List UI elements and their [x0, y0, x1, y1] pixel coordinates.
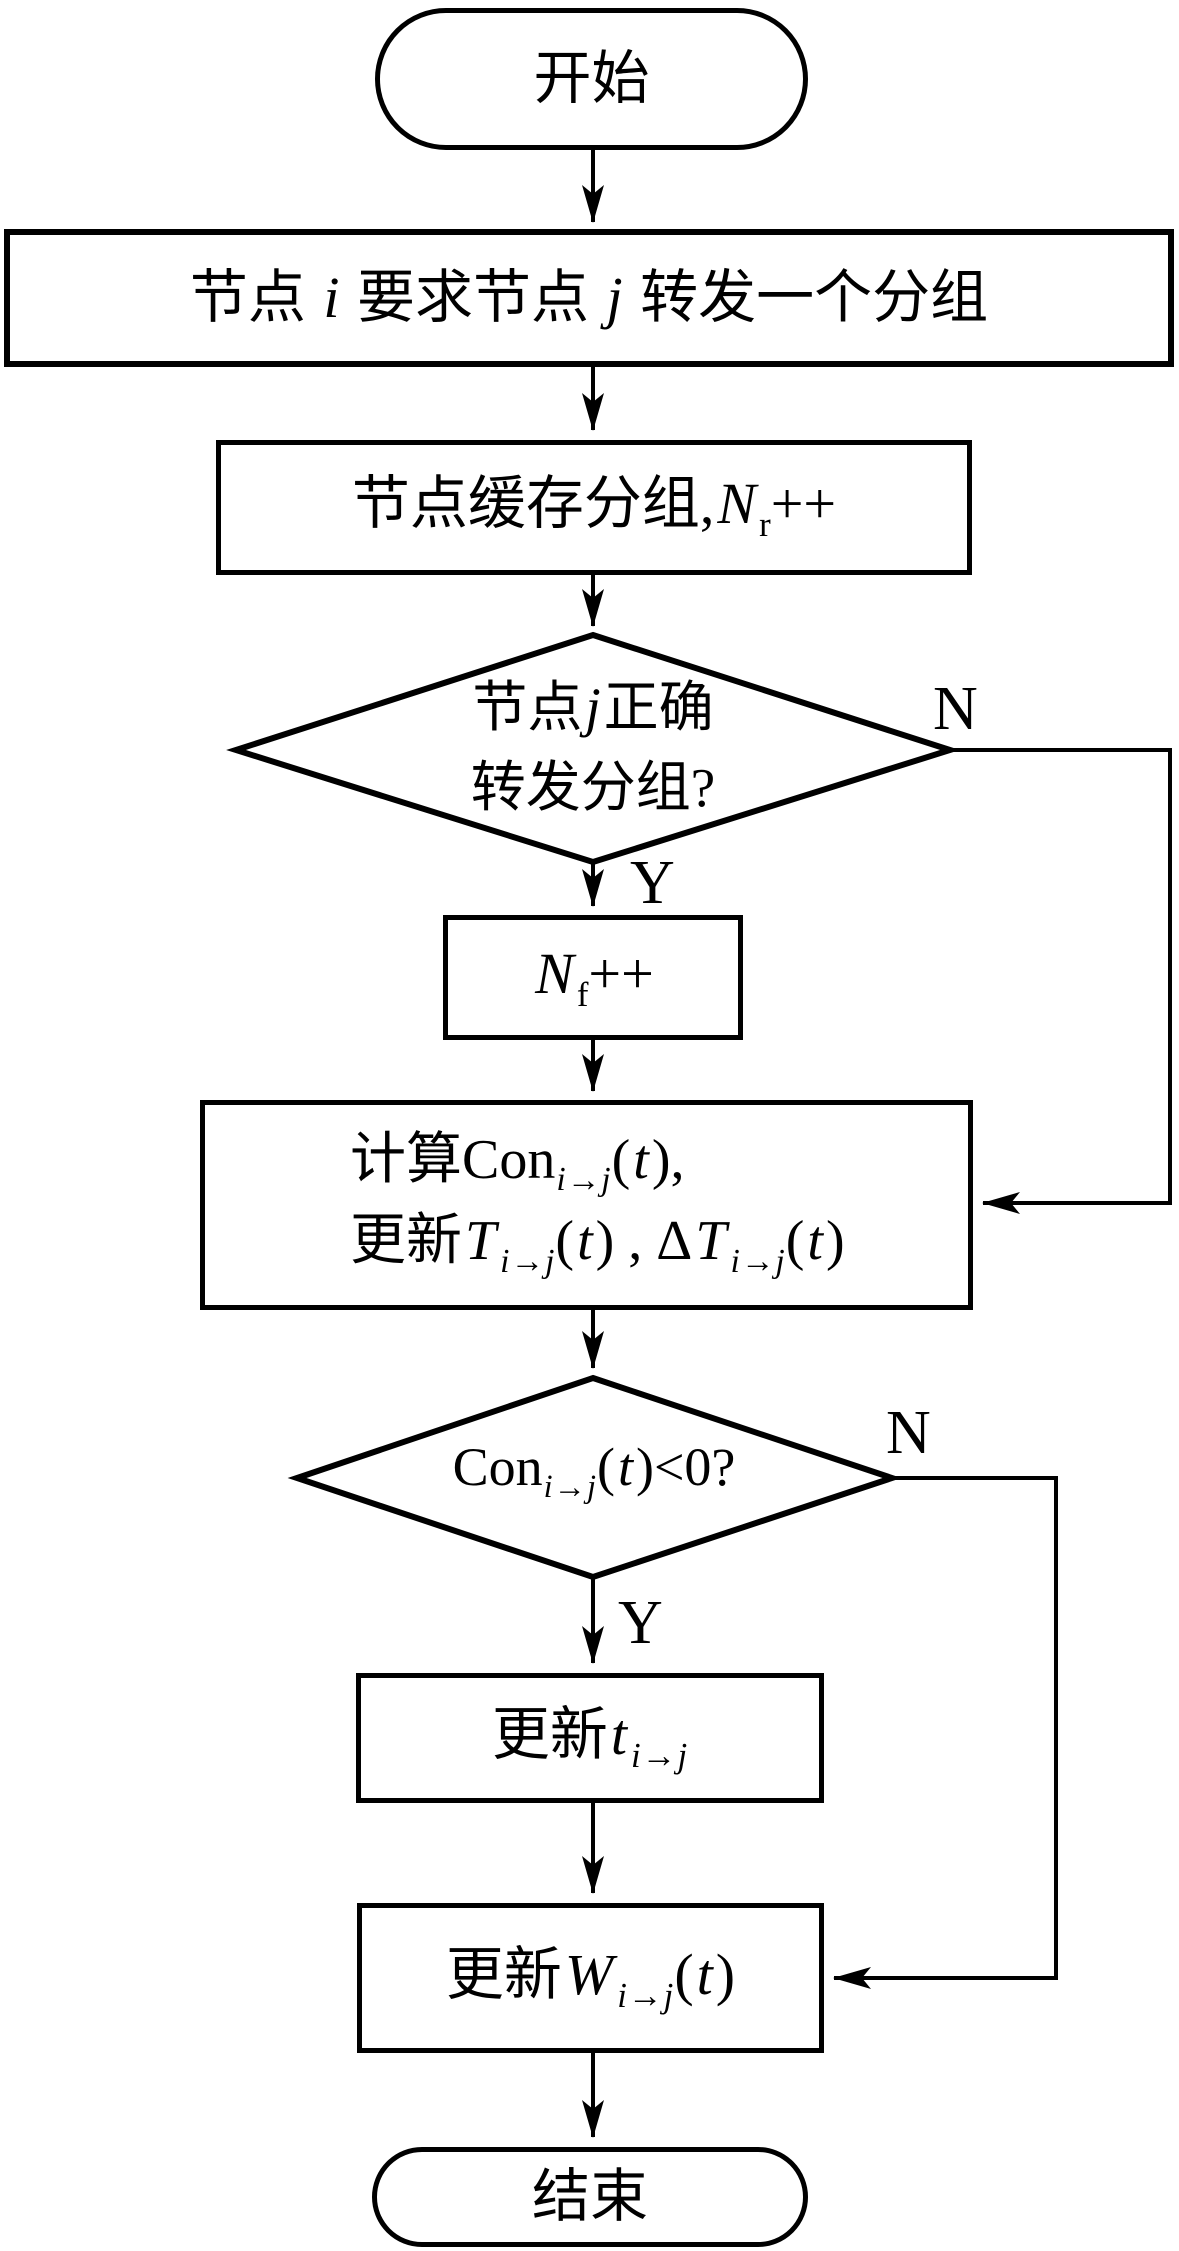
- decision1-no-label: N: [933, 675, 978, 743]
- end-label: 结束: [531, 2164, 648, 2230]
- decision-forward-correct-line1: 节点j正确: [472, 677, 714, 738]
- process-cache-packet: 节点缓存分组,Nr++: [216, 440, 972, 575]
- start-terminator: 开始: [375, 8, 808, 150]
- edge-decision2-no-to-update-w: [833, 1476, 1058, 1989]
- process-request-forward: 节点 i 要求节点 j 转发一个分组: [4, 229, 1174, 367]
- process-request-forward-label: 节点 i 要求节点 j 转发一个分组: [189, 265, 989, 331]
- start-label: 开始: [533, 46, 650, 112]
- process-cache-packet-label: 节点缓存分组,Nr++: [351, 471, 837, 545]
- end-terminator: 结束: [372, 2147, 808, 2247]
- decision-forward-correct-label: 节点j正确 转发分组?: [393, 662, 793, 834]
- process-nf-increment: Nf++: [443, 915, 743, 1040]
- process-nf-increment-label: Nf++: [535, 941, 654, 1015]
- edge-decision1-no-to-calc: [950, 748, 1172, 1214]
- decision-forward-correct-line2: 转发分组?: [470, 757, 716, 818]
- decision2-yes-label: Y: [618, 1589, 663, 1657]
- process-calc-update-line1: 计算Coni→j(t),: [350, 1128, 685, 1199]
- decision2-no-label: N: [886, 1399, 931, 1467]
- decision1-yes-label: Y: [630, 849, 675, 917]
- decision-con-negative-label: Coni→j(t)<0?: [373, 1437, 815, 1512]
- decision-con-negative-line1: Coni→j(t)<0?: [452, 1436, 736, 1506]
